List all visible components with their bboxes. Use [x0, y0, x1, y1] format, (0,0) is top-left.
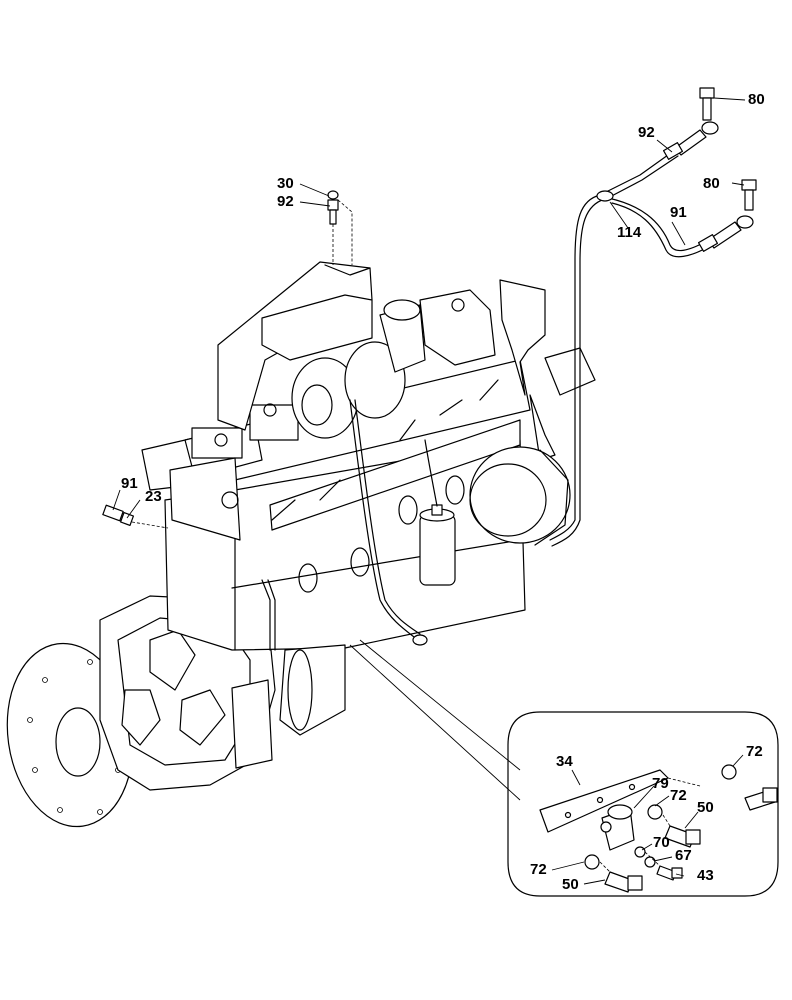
callout-50-upper: 50 — [697, 799, 714, 816]
callout-80-lower: 80 — [703, 175, 720, 192]
alternator — [469, 446, 571, 546]
callout-67: 67 — [675, 847, 692, 864]
callout-92-center: 92 — [277, 193, 294, 210]
callout-91-right: 91 — [670, 204, 687, 221]
exhaust-manifold — [269, 379, 521, 531]
air-intake-housing — [217, 261, 373, 431]
oil-line-right — [549, 149, 709, 547]
fan — [499, 279, 596, 461]
banjo-fitting-upper — [662, 87, 719, 160]
callout-72-upper-right: 72 — [746, 743, 763, 760]
callout-leaders — [112, 97, 746, 885]
callout-79: 79 — [652, 775, 669, 792]
fitting-left — [102, 504, 169, 529]
turbocharger — [291, 299, 426, 439]
fuel-filter — [419, 504, 456, 586]
callout-43: 43 — [697, 867, 714, 884]
callout-72-lower: 72 — [530, 861, 547, 878]
callout-72-middle: 72 — [670, 787, 687, 804]
callout-23: 23 — [145, 488, 162, 505]
rocker-covers — [419, 289, 496, 366]
wire-harness — [261, 399, 438, 651]
fitting-center-top — [327, 190, 353, 265]
banjo-fitting-lower — [697, 179, 757, 252]
callout-50-lower: 50 — [562, 876, 579, 893]
callout-114: 114 — [617, 224, 642, 241]
detail-inset — [507, 711, 779, 897]
callout-80-upper: 80 — [748, 91, 765, 108]
callout-91-left: 91 — [121, 475, 138, 492]
detail-leader — [349, 639, 521, 801]
starter-motor — [279, 644, 346, 736]
callout-30: 30 — [277, 175, 294, 192]
callout-70: 70 — [653, 834, 670, 851]
callout-92-upper: 92 — [638, 124, 655, 141]
callout-34: 34 — [556, 753, 573, 770]
